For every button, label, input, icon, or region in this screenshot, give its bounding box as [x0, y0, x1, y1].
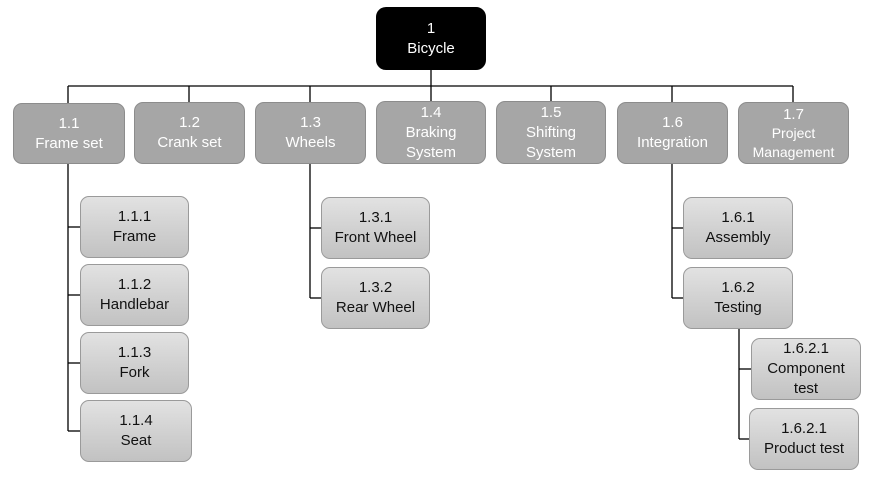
node-wheels[interactable]: 1.3 Wheels: [255, 102, 366, 164]
node-id: 1.6.2.1: [781, 420, 827, 437]
node-frame[interactable]: 1.1.1 Frame: [80, 196, 189, 258]
root-node[interactable]: 1 Bicycle: [376, 7, 486, 70]
node-braking-system[interactable]: 1.4 Braking System: [376, 101, 486, 164]
node-id: 1.4: [420, 103, 442, 121]
node-id: 1.1.2: [117, 276, 152, 293]
node-label: Fork: [119, 364, 150, 381]
node-label: Seat: [120, 432, 152, 449]
node-id: 1: [426, 19, 436, 37]
node-shifting-system[interactable]: 1.5 Shifting System: [496, 101, 606, 164]
node-rear-wheel[interactable]: 1.3.2 Rear Wheel: [321, 267, 430, 329]
node-label: Braking System: [405, 123, 457, 161]
node-id: 1.5: [540, 103, 562, 121]
node-id: 1.3.2: [358, 279, 393, 296]
node-label: Assembly: [705, 229, 771, 246]
node-handlebar[interactable]: 1.1.2 Handlebar: [80, 264, 189, 326]
node-id: 1.3.1: [358, 209, 393, 226]
node-frame-set[interactable]: 1.1 Frame set: [13, 103, 125, 164]
node-id: 1.1.4: [119, 412, 153, 429]
node-label: Wheels: [285, 134, 336, 151]
node-id: 1.3: [300, 114, 321, 131]
node-label: Product test: [763, 440, 845, 457]
node-id: 1.1.1: [117, 208, 152, 225]
node-label: Crank set: [157, 134, 222, 151]
node-crank-set[interactable]: 1.2 Crank set: [134, 102, 245, 164]
node-seat[interactable]: 1.1.4 Seat: [80, 400, 192, 462]
node-front-wheel[interactable]: 1.3.1 Front Wheel: [321, 197, 430, 259]
node-project-management[interactable]: 1.7 Project Management: [738, 102, 849, 164]
node-id: 1.1: [58, 114, 80, 132]
node-id: 1.6: [662, 114, 683, 131]
node-label: Bicycle: [407, 39, 455, 57]
node-label: Testing: [714, 299, 762, 316]
node-id: 1.1.3: [117, 344, 152, 361]
node-label: Integration: [637, 134, 708, 151]
node-label: Project Management: [752, 124, 835, 160]
node-integration[interactable]: 1.6 Integration: [617, 102, 728, 164]
node-label: Front Wheel: [334, 229, 417, 246]
node-fork[interactable]: 1.1.3 Fork: [80, 332, 189, 394]
node-product-test[interactable]: 1.6.2.1 Product test: [749, 408, 859, 470]
node-testing[interactable]: 1.6.2 Testing: [683, 267, 793, 329]
node-label: Frame set: [35, 134, 103, 152]
node-id: 1.6.1: [721, 209, 755, 226]
node-label: Component test: [767, 360, 845, 397]
node-id: 1.6.2: [721, 279, 755, 296]
node-assembly[interactable]: 1.6.1 Assembly: [683, 197, 793, 259]
node-component-test[interactable]: 1.6.2.1 Component test: [751, 338, 861, 400]
node-label: Rear Wheel: [335, 299, 416, 316]
node-label: Shifting System: [525, 123, 577, 161]
node-label: Handlebar: [99, 296, 170, 313]
node-label: Frame: [112, 228, 157, 245]
node-id: 1.6.2.1: [783, 340, 829, 357]
node-id: 1.7: [783, 105, 804, 123]
node-id: 1.2: [179, 114, 200, 131]
